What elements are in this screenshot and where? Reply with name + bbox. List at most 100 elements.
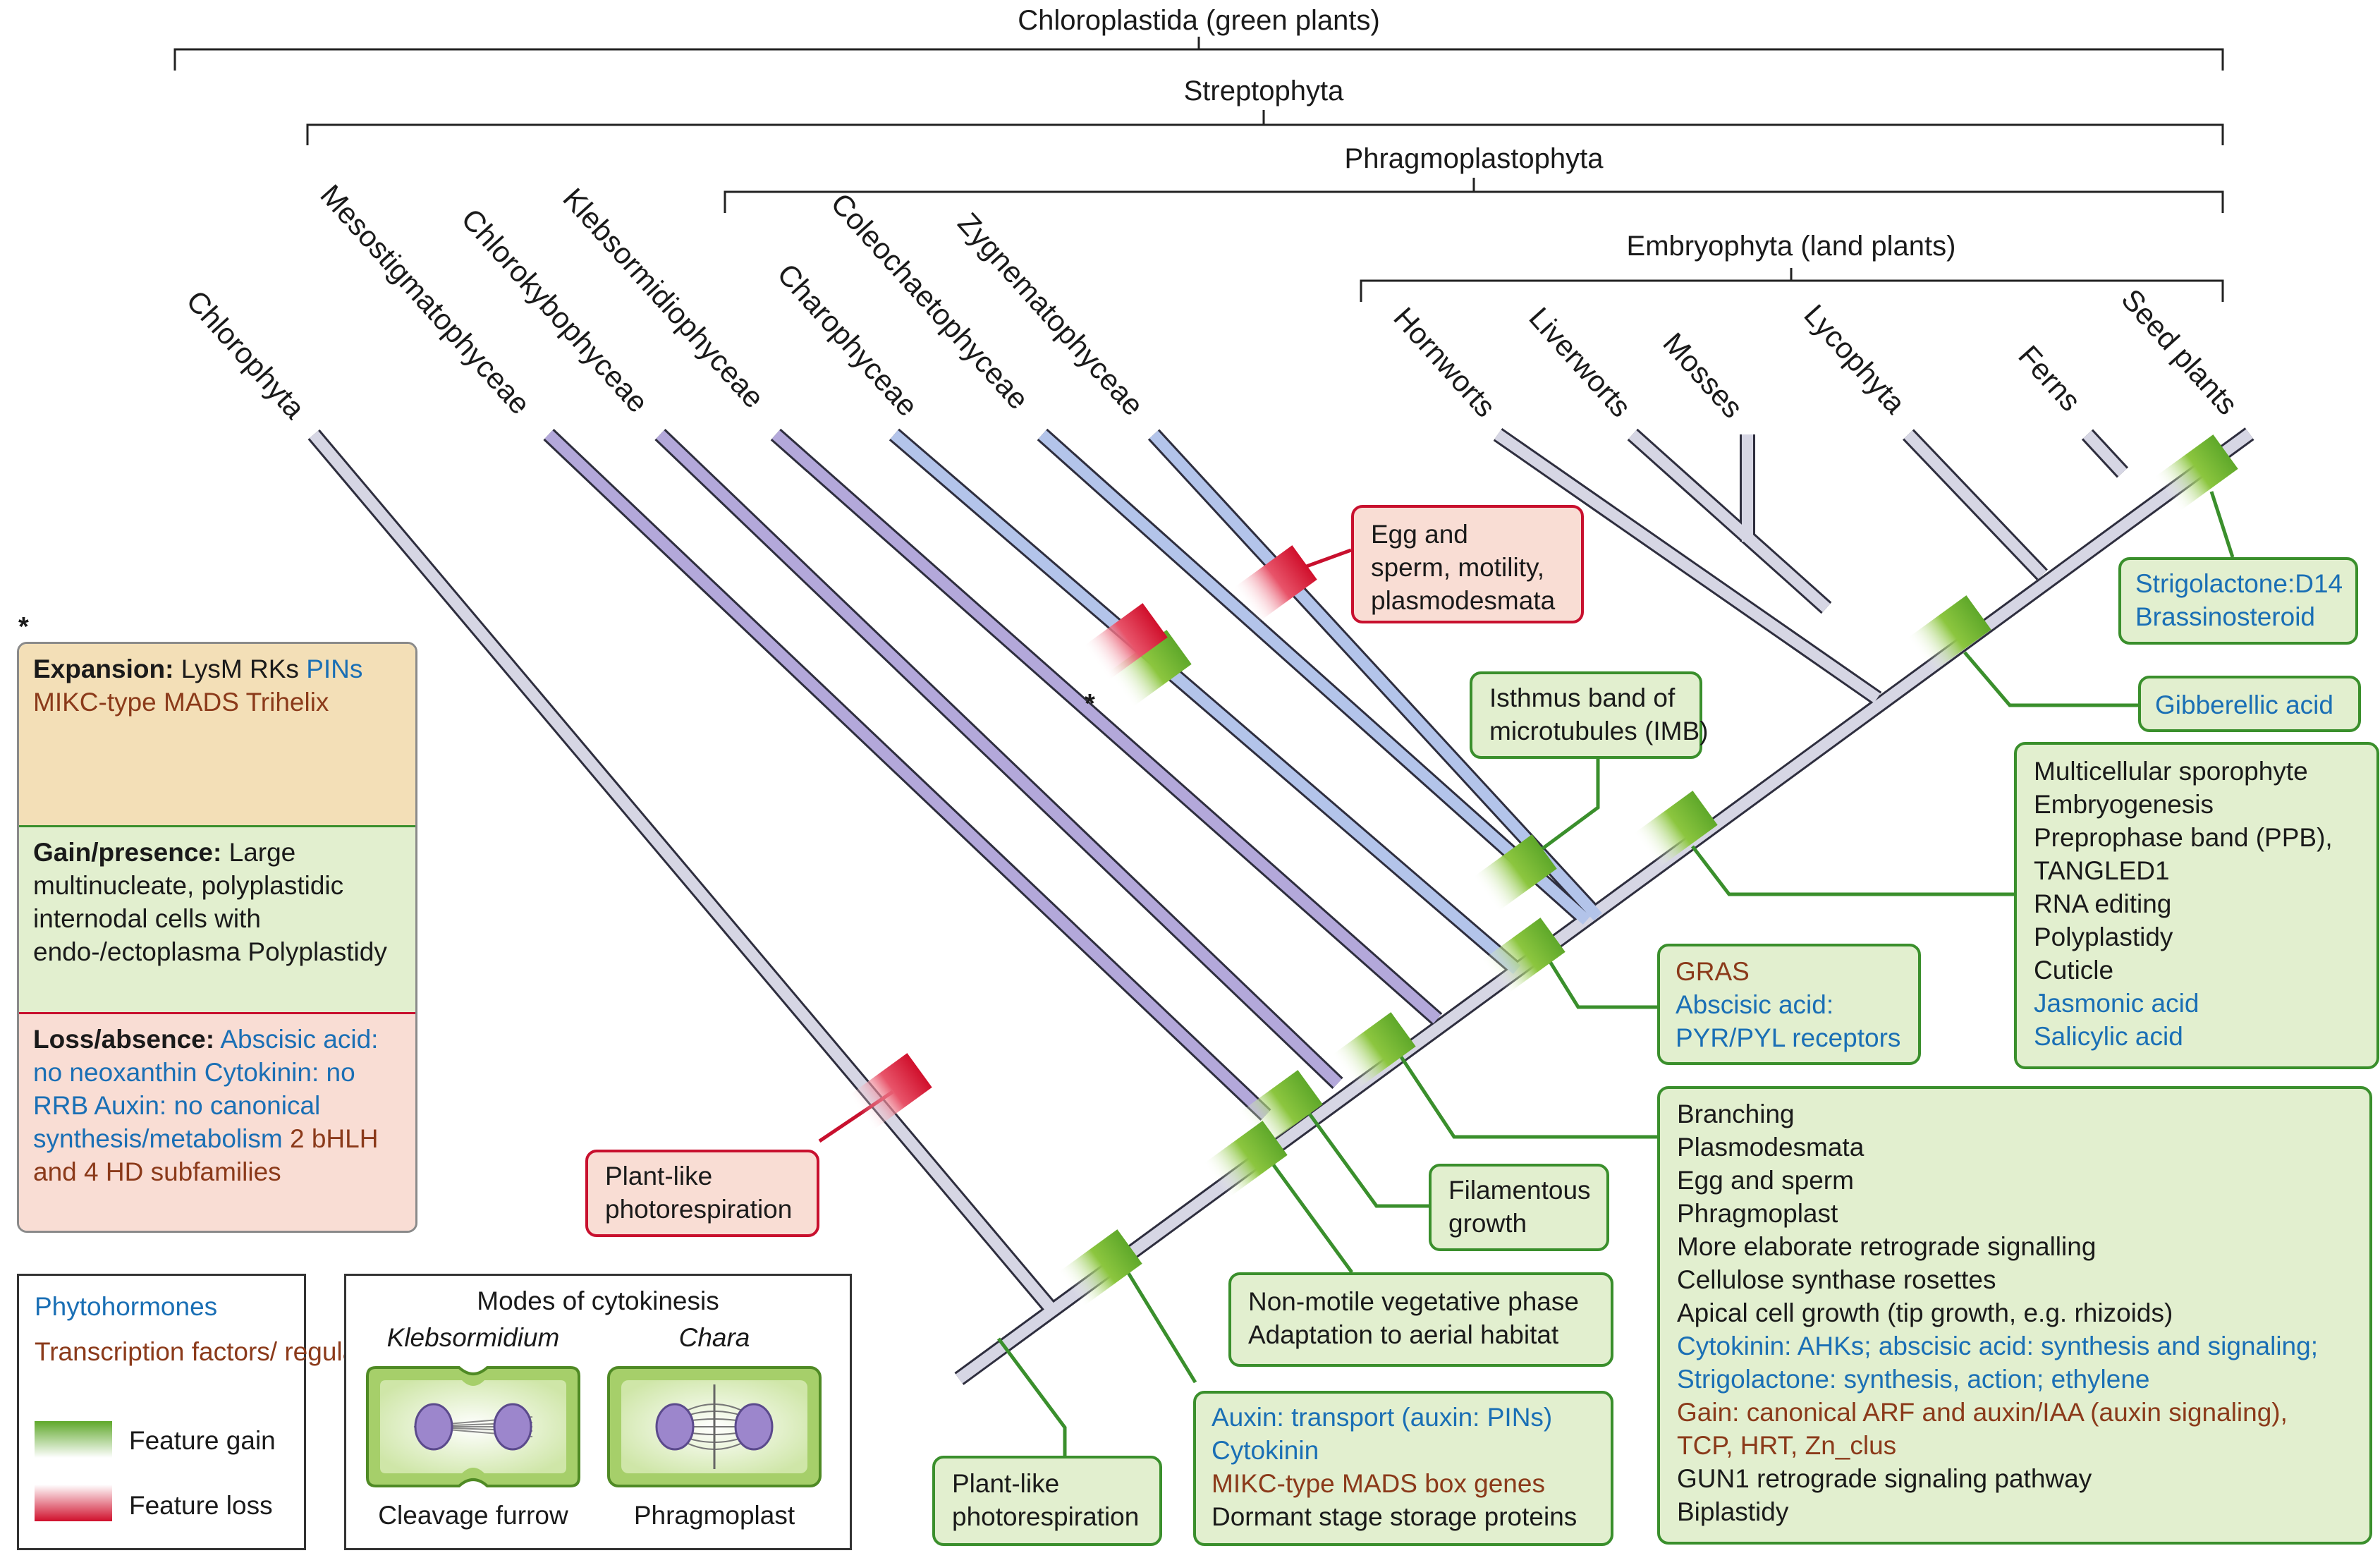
color-key-legend: Phytohormones Transcription factors/ reg… [17, 1274, 401, 1550]
taxon-liverworts: Liverworts [1522, 301, 1637, 424]
key-tf-line: Transcription factors/ [35, 1337, 278, 1366]
non-motile-box: Non-motile vegetative phase Adaptation t… [1228, 1272, 1613, 1367]
box-line: TCP, HRT, Zn_clus [1677, 1431, 1897, 1460]
taxon-mesostigmatophyceae: Mesostigmatophyceae [314, 178, 537, 421]
gibberellic-box: Gibberellic acid [2138, 676, 2361, 732]
genus-klebsormidium: Klebsormidium [387, 1323, 560, 1352]
box-line: Plasmodesmata [1677, 1133, 1865, 1162]
box-line: Polyplastidy [2034, 922, 2173, 951]
key-gain-label: Feature gain [129, 1426, 276, 1455]
box-line: photorespiration [605, 1195, 793, 1224]
taxon-hornworts: Hornworts [1387, 301, 1502, 424]
taxon-ferns: Ferns [2012, 339, 2087, 418]
gain-item: cells with endo-/ectoplasma [33, 904, 261, 966]
box-line: microtubules (IMB) [1489, 717, 1709, 745]
box-line: Gibberellic acid [2155, 690, 2333, 719]
plant-like-photorespiration-loss-box: Plant-like photorespiration [585, 1150, 819, 1237]
gain-item: polyplastidic internodal [33, 871, 344, 933]
gain-marker-zygnematophyceae [1472, 834, 1557, 912]
branching-box: Branching Plasmodesmata Egg and sperm Ph… [1657, 1086, 2372, 1545]
taxon-mosses: Mosses [1656, 327, 1750, 425]
loss-item: Auxin: no canonical [94, 1091, 321, 1120]
label-cleavage-furrow: Cleavage furrow [378, 1501, 568, 1530]
box-line: Isthmus band of [1489, 683, 1676, 712]
gain-marker-charophyceae [1107, 630, 1192, 707]
key-loss-label: Feature loss [129, 1491, 273, 1520]
charophyceae-asterisk: * [1085, 689, 1095, 719]
feature-markers [848, 434, 2238, 1307]
box-line: Cytokinin: AHKs; abscisic acid: synthesi… [1677, 1332, 2318, 1360]
gain-item: Polyplastidy [248, 937, 387, 966]
gras-box: GRAS Abscisic acid: PYR/PYL receptors [1657, 944, 1921, 1065]
expansion-section: Expansion: LysM RKs PINs MIKC-type MADS … [19, 644, 415, 827]
box-line: Phragmoplast [1677, 1199, 1838, 1228]
box-line: TANGLED1 [2034, 856, 2170, 885]
box-line: growth [1448, 1209, 1527, 1238]
loss-title: Loss/absence: [33, 1025, 215, 1054]
loss-section: Loss/absence: Abscisic acid: no neoxanth… [19, 1014, 415, 1231]
box-line: PYR/PYL receptors [1676, 1023, 1901, 1052]
expansion-item: PINs [306, 654, 363, 683]
gain-marker-phragmoplastophyta [1331, 1012, 1416, 1090]
expansion-item: Trihelix [245, 688, 329, 717]
charophyceae-feature-legend: Expansion: LysM RKs PINs MIKC-type MADS … [17, 642, 417, 1233]
box-line: GRAS [1676, 957, 1750, 986]
box-line: Strigolactone: synthesis, action; ethyle… [1677, 1365, 2150, 1394]
bracket-streptophyta [306, 110, 2224, 145]
label-phragmoplastophyta: Phragmoplastophyta [1345, 143, 1604, 174]
box-line: Cuticle [2034, 956, 2114, 985]
loss-marker-coleochaete [1233, 545, 1317, 623]
box-line: Egg and sperm [1677, 1166, 1854, 1195]
taxa-labels: Chlorophyta Mesostigmatophyceae Chloroky… [180, 178, 2244, 425]
phragmoplast-cell [607, 1366, 822, 1487]
loss-marker-chlorophyta [848, 1053, 932, 1131]
taxon-klebsormidiophyceae: Klebsormidiophyceae [556, 182, 771, 415]
cleavage-furrow-cell [366, 1366, 580, 1487]
tree-branches [307, 427, 2254, 1385]
gain-title: Gain/presence: [33, 838, 222, 867]
box-line: Plant-like [952, 1469, 1060, 1498]
box-line: Filamentous [1448, 1176, 1591, 1205]
taxon-seed-plants: Seed plants [2115, 283, 2244, 421]
box-line: Cytokinin [1212, 1436, 1319, 1465]
box-line: Cellulose synthase rosettes [1677, 1265, 1996, 1294]
box-line: MIKC-type MADS box genes [1212, 1469, 1545, 1498]
taxon-coleochaetophyceae: Coleochaetophyceae [824, 187, 1035, 416]
taxon-lycophyta: Lycophyta [1798, 298, 1912, 420]
filamentous-growth-box: Filamentous growth [1429, 1164, 1609, 1251]
egg-sperm-loss-box: Egg and sperm, motility, plasmodesmata [1351, 505, 1584, 623]
label-chloroplastida: Chloroplastida (green plants) [1018, 5, 1380, 36]
charophyceae-asterisk-marker: * [18, 612, 29, 642]
plant-like-photorespiration-gain-box: Plant-like photorespiration [932, 1456, 1162, 1546]
strigolactone-box: Strigolactone:D14 Brassinosteroid [2118, 557, 2358, 645]
gain-section: Gain/presence: Large multinucleate, poly… [19, 827, 415, 1014]
clade-brackets [173, 37, 2224, 302]
expansion-title: Expansion: [33, 654, 174, 683]
box-line: Dormant stage storage proteins [1212, 1502, 1577, 1531]
loss-item: synthesis/metabolism [33, 1124, 283, 1153]
gain-marker-coleochaete [1481, 918, 1566, 995]
box-line: photorespiration [952, 1502, 1140, 1531]
loss-item: Abscisic acid: no neoxanthin [33, 1025, 379, 1087]
box-line: Preprophase band (PPB), [2034, 823, 2333, 852]
loss-item: Cytokinin: no RRB [33, 1058, 355, 1120]
gain-marker-streptophyta [1058, 1229, 1142, 1307]
auxin-box: Auxin: transport (auxin: PINs) Cytokinin… [1193, 1391, 1613, 1546]
label-phragmoplast: Phragmoplast [634, 1501, 795, 1530]
box-line: Abscisic acid: [1676, 990, 1834, 1019]
box-line: Auxin: transport (auxin: PINs) [1212, 1403, 1553, 1432]
loss-item: 2 bHLH and 4 HD subfamilies [33, 1124, 379, 1186]
key-phytohormones: Phytohormones [35, 1292, 218, 1321]
box-line: Embryogenesis [2034, 790, 2214, 819]
box-line: Adaptation to aerial habitat [1248, 1320, 1559, 1349]
box-line: GUN1 retrograde signaling pathway [1677, 1464, 2092, 1493]
taxon-chlorophyta: Chlorophyta [180, 284, 312, 425]
gain-item: Large multinucleate, [33, 838, 296, 900]
box-line: plasmodesmata [1371, 586, 1556, 615]
bracket-chloroplastida [173, 37, 2224, 71]
cytokinesis-title: Modes of cytokinesis [477, 1286, 719, 1315]
box-line: RNA editing [2034, 889, 2172, 918]
cytokinesis-legend: Modes of cytokinesis Klebsormidium Chara [344, 1274, 852, 1550]
box-line: sperm, motility, [1371, 553, 1545, 582]
